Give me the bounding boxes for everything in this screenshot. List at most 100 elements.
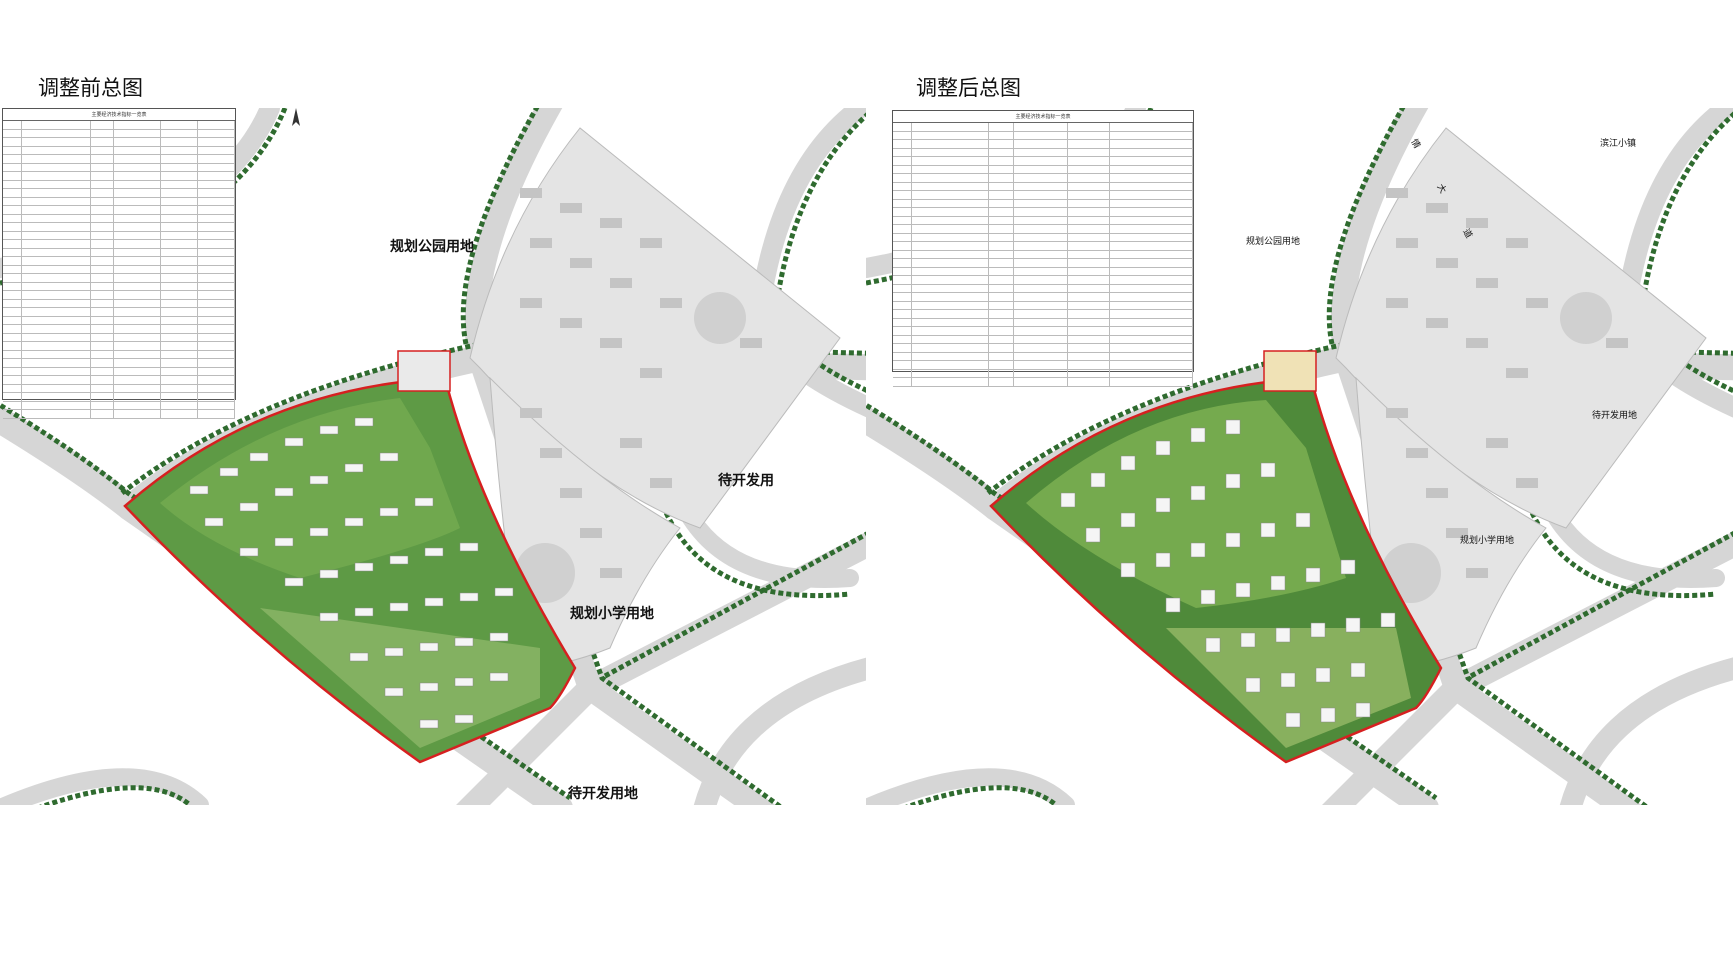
table-cell [1068, 369, 1110, 377]
table-cell [3, 410, 23, 418]
table-cell [22, 410, 91, 418]
table-row [893, 140, 1193, 149]
table-cell [161, 291, 198, 299]
table-cell [161, 325, 198, 333]
table-cell [893, 225, 912, 233]
table-cell [198, 393, 235, 401]
table-cell [3, 206, 23, 214]
label-school-land: 规划小学用地 [1460, 536, 1515, 546]
after-plan-drawing [866, 108, 1733, 805]
table-cell [1014, 335, 1068, 343]
table-cell [1110, 327, 1193, 335]
table-cell [893, 250, 912, 258]
label-pending-development: 待开发用地 [1592, 411, 1638, 421]
table-cell [198, 189, 235, 197]
table-cell [1110, 267, 1193, 275]
table-cell [161, 333, 198, 341]
label-school-land: 规划小学用地 [570, 606, 654, 622]
table-cell [893, 131, 912, 139]
table-cell [1068, 174, 1110, 182]
table-cell [198, 274, 235, 282]
table-cell [1110, 259, 1193, 267]
table-row [3, 291, 235, 300]
table-row [3, 138, 235, 147]
table-cell [3, 265, 23, 273]
table-cell [161, 376, 198, 384]
table-row [3, 189, 235, 198]
table-cell [91, 240, 115, 248]
table-row [893, 301, 1193, 310]
table-row [893, 327, 1193, 336]
label-pending-development-east: 待开发用 [718, 473, 774, 489]
table-cell [3, 214, 23, 222]
table-cell [1014, 327, 1068, 335]
table-cell [893, 165, 912, 173]
table-cell [893, 344, 912, 352]
table-cell [1014, 157, 1068, 165]
table-cell [22, 325, 91, 333]
table-cell [161, 257, 198, 265]
table-cell [3, 163, 23, 171]
table-cell [893, 284, 912, 292]
table-cell [22, 189, 91, 197]
table-cell [1110, 335, 1193, 343]
table-cell [198, 410, 235, 418]
table-cell [114, 240, 161, 248]
table-cell [989, 267, 1014, 275]
table-cell [198, 138, 235, 146]
table-row [3, 163, 235, 172]
table-cell [1014, 148, 1068, 156]
table-row [893, 182, 1193, 191]
table-row [3, 350, 235, 359]
table-cell [989, 318, 1014, 326]
table-cell [912, 191, 990, 199]
table-cell [114, 291, 161, 299]
table-cell [912, 131, 990, 139]
table-row [3, 359, 235, 368]
table-cell [198, 129, 235, 137]
table-cell [1068, 191, 1110, 199]
existing-neighbourhood [1335, 127, 1707, 669]
table-cell [91, 265, 115, 273]
table-cell [114, 214, 161, 222]
table-cell [893, 174, 912, 182]
project-site [123, 350, 577, 764]
table-cell [1068, 131, 1110, 139]
table-row [893, 216, 1193, 225]
table-cell [91, 316, 115, 324]
table-cell [91, 367, 115, 375]
table-row [3, 206, 235, 215]
table-cell [198, 401, 235, 409]
table-cell [1014, 284, 1068, 292]
table-cell [1014, 352, 1068, 360]
table-cell [3, 146, 23, 154]
table-cell [22, 155, 91, 163]
table-cell [893, 233, 912, 241]
table-cell [912, 352, 990, 360]
table-row [893, 191, 1193, 200]
table-cell [161, 316, 198, 324]
table-cell [893, 208, 912, 216]
table-cell [3, 155, 23, 163]
table-cell [3, 342, 23, 350]
table-cell [1014, 276, 1068, 284]
before-indicator-table: 主要经济技术指标一览表 [2, 108, 236, 419]
table-cell [114, 223, 161, 231]
table-cell [1110, 378, 1193, 386]
table-cell [1014, 344, 1068, 352]
table-row [893, 352, 1193, 361]
table-cell [3, 325, 23, 333]
table-cell [22, 248, 91, 256]
table-cell [989, 327, 1014, 335]
table-row [893, 267, 1193, 276]
table-cell [3, 129, 23, 137]
table-cell [912, 242, 990, 250]
table-cell [22, 265, 91, 273]
table-cell [1014, 131, 1068, 139]
table-cell [912, 199, 990, 207]
table-cell [114, 384, 161, 392]
table-cell [1014, 318, 1068, 326]
table-cell [912, 378, 990, 386]
table-cell [161, 231, 198, 239]
table-cell [198, 367, 235, 375]
